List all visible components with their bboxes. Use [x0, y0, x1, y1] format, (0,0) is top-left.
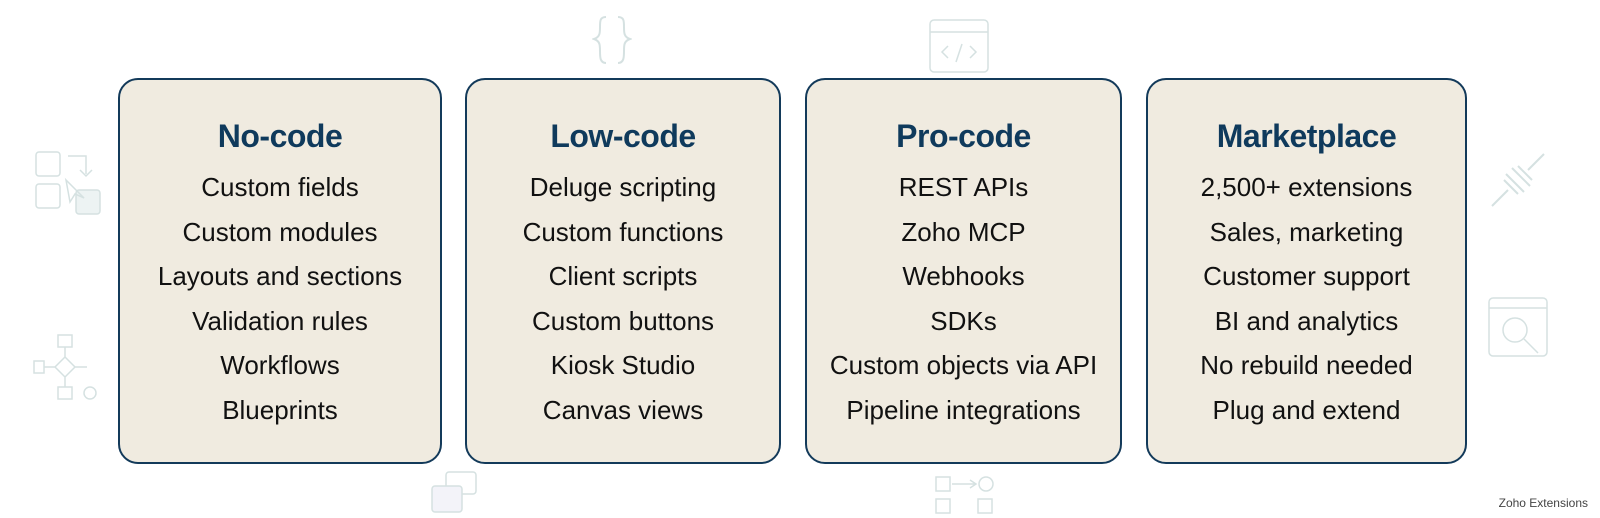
- flow-nodes-icon: [935, 476, 994, 514]
- list-item: Custom buttons: [531, 305, 715, 336]
- list-item: Custom functions: [522, 216, 724, 247]
- code-window-icon: [929, 19, 989, 73]
- list-item: Customer support: [1203, 261, 1410, 291]
- list-item: Custom modules: [182, 216, 378, 247]
- list-item: BI and analytics: [1214, 305, 1399, 336]
- list-item: Custom fields: [201, 172, 359, 202]
- list-item: Sales, marketing: [1209, 216, 1404, 247]
- browser-search-icon: [1488, 297, 1548, 357]
- list-item: Layouts and sections: [157, 261, 403, 291]
- list-item: No rebuild needed: [1200, 350, 1413, 380]
- curly-braces-icon: [592, 16, 632, 64]
- list-item: Plug and extend: [1212, 394, 1401, 425]
- list-item: Zoho MCP: [901, 216, 1026, 247]
- list-item: Validation rules: [192, 305, 368, 336]
- list-item: Canvas views: [542, 394, 704, 425]
- marketplace-card: Marketplace 2,500+ extensions Sales, mar…: [1146, 78, 1467, 464]
- list-item: Custom objects via API: [829, 350, 1098, 380]
- list-item: Pipeline integrations: [846, 394, 1081, 425]
- no-code-card: No-code Custom fields Custom modules Lay…: [118, 78, 442, 464]
- list-item: REST APIs: [898, 172, 1029, 202]
- drag-drop-icon: [35, 151, 101, 215]
- card-title: Marketplace: [1216, 118, 1397, 154]
- pro-code-card: Pro-code REST APIs Zoho MCP Webhooks SDK…: [805, 78, 1122, 464]
- list-item: Webhooks: [902, 261, 1025, 291]
- list-item: Blueprints: [222, 394, 338, 425]
- list-item: SDKs: [930, 305, 997, 336]
- list-item: Client scripts: [548, 261, 698, 291]
- list-item: 2,500+ extensions: [1200, 172, 1413, 202]
- plug-icon: [1491, 153, 1545, 207]
- list-item: Deluge scripting: [529, 172, 717, 202]
- footer-caption: Zoho Extensions: [1498, 496, 1588, 510]
- chat-icon: [431, 471, 477, 513]
- card-title: Pro-code: [896, 118, 1031, 154]
- card-title: No-code: [217, 118, 343, 154]
- list-item: Workflows: [220, 350, 340, 380]
- workflow-icon: [33, 334, 97, 400]
- low-code-card: Low-code Deluge scripting Custom functio…: [465, 78, 781, 464]
- list-item: Kiosk Studio: [550, 350, 696, 380]
- card-title: Low-code: [550, 118, 696, 154]
